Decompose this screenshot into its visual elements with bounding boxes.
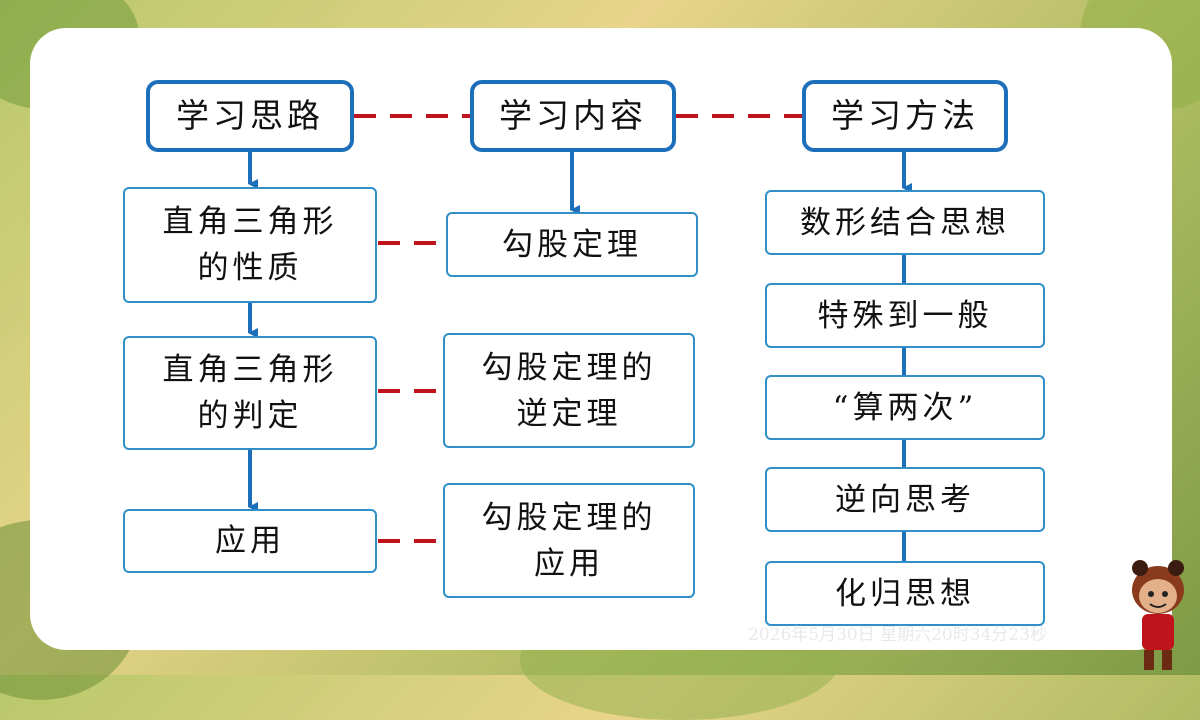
timestamp: 2026年5月30日 星期六20时34分23秒	[748, 625, 1048, 645]
thinking-step-3-line1: 应用	[215, 523, 285, 559]
content-item-2-line2: 逆定理	[516, 395, 622, 432]
content-item-1: 勾股定理	[446, 212, 698, 277]
content-item-3: 勾股定理的应用	[443, 483, 695, 598]
thinking-step-2-line2: 的判定	[197, 398, 303, 434]
mascot-character-icon	[1132, 560, 1184, 670]
thinking-step-1: 直角三角形的性质	[123, 187, 377, 303]
method-item-3: “算两次”	[765, 375, 1045, 440]
content-item-1-line1: 勾股定理	[502, 226, 642, 263]
thinking-step-3: 应用	[123, 509, 377, 573]
content-item-3-line1: 勾股定理的	[481, 499, 657, 536]
content-item-2-line1: 勾股定理的	[481, 349, 657, 386]
thinking-step-1-line2: 的性质	[197, 250, 303, 286]
thinking-step-1-line1: 直角三角形	[162, 204, 338, 240]
method-item-4: 逆向思考	[765, 467, 1045, 532]
header-method: 学习方法	[802, 80, 1008, 152]
content-item-3-line2: 应用	[534, 545, 604, 582]
method-item-5: 化归思想	[765, 561, 1045, 626]
method-item-2: 特殊到一般	[765, 283, 1045, 348]
method-item-1: 数形结合思想	[765, 190, 1045, 255]
thinking-step-2-line1: 直角三角形	[162, 352, 338, 388]
thinking-step-2: 直角三角形的判定	[123, 336, 377, 450]
header-content: 学习内容	[470, 80, 676, 152]
header-thinking: 学习思路	[146, 80, 354, 152]
content-item-2: 勾股定理的逆定理	[443, 333, 695, 448]
